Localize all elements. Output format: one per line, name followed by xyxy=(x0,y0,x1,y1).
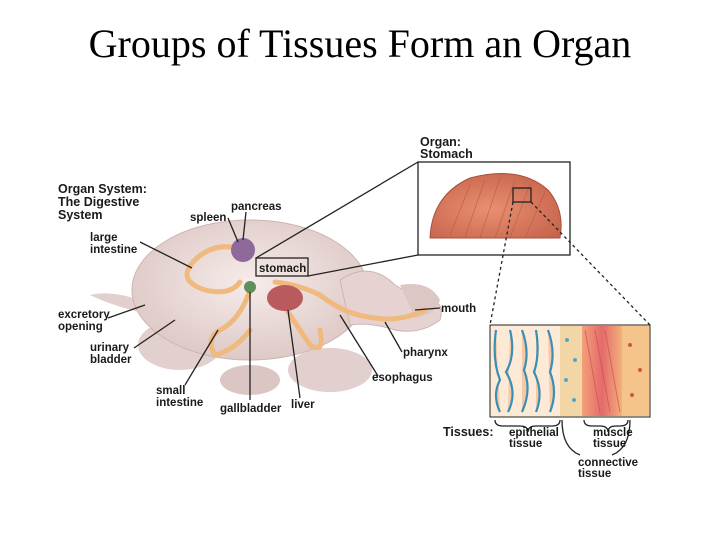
esophagus-tube xyxy=(272,279,428,322)
esophagus-label: esophagus xyxy=(372,372,433,384)
pharynx-label: pharynx xyxy=(403,347,448,359)
stomach-highlight-box xyxy=(255,257,309,277)
connective-tissue-label: connective xyxy=(578,457,638,469)
mouth-label: mouth xyxy=(441,303,476,315)
gallbladder-organ xyxy=(244,281,256,293)
tissue-braces xyxy=(494,419,631,456)
stomach-label: stomach xyxy=(259,263,306,275)
page-title: Groups of Tissues Form an Organ xyxy=(88,21,632,66)
tissue-sample-box xyxy=(512,187,532,203)
small-intestine-label: small xyxy=(156,385,185,397)
turtle-head xyxy=(400,284,440,318)
tissue-inset xyxy=(489,324,651,418)
turtle-illustration xyxy=(90,219,442,395)
tissues-heading: Tissues: xyxy=(443,425,494,439)
connective-tissue-label-line2: tissue xyxy=(578,468,611,480)
spleen-label: spleen xyxy=(190,212,226,224)
gallbladder-label: gallbladder xyxy=(220,403,282,415)
excretory-opening-label: excretory xyxy=(58,309,110,321)
spleen-organ xyxy=(231,238,255,262)
organ-label: Organ: xyxy=(420,135,461,149)
epithelial-tissue-label: epithelial xyxy=(509,427,559,439)
epithelial-tissue-label-line2: tissue xyxy=(509,438,542,450)
pancreas-label: pancreas xyxy=(231,201,282,213)
intestine-loop xyxy=(277,297,324,351)
muscle-tissue-label-line2: tissue xyxy=(593,438,626,450)
excretory-opening-label-line2: opening xyxy=(58,321,103,333)
liver-label: liver xyxy=(291,399,315,411)
turtle-tail xyxy=(90,293,140,312)
urinary-bladder-label: urinary xyxy=(90,342,130,354)
small-intestine-label-line2: intestine xyxy=(156,397,203,409)
turtle-front-leg xyxy=(288,348,372,392)
urinary-bladder-label-line2: bladder xyxy=(90,354,132,366)
stomach-inset xyxy=(417,161,571,256)
large-intestine-tube xyxy=(184,244,248,295)
organ-system-label-line3: System xyxy=(58,208,102,222)
organ-system-label: Organ System: xyxy=(58,182,147,196)
large-intestine-label-line2: intestine xyxy=(90,244,137,256)
organ-system-label-line2: The Digestive xyxy=(58,195,139,209)
large-intestine-label: large xyxy=(90,232,118,244)
muscle-tissue-label: muscle xyxy=(593,427,633,439)
label-leaders xyxy=(107,211,441,400)
liver-organ xyxy=(267,285,303,311)
organ-label-line2: Stomach xyxy=(420,147,473,161)
